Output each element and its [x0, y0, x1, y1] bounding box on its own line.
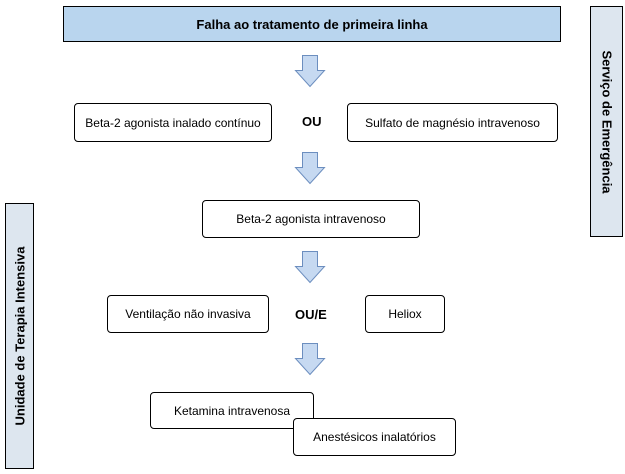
heliox-box: Heliox [365, 295, 445, 333]
continuous-inhaled-beta2-label: Beta-2 agonista inalado contínuo [85, 115, 261, 130]
emergency-department-panel: Serviço de Emergência [590, 6, 623, 237]
down-arrow-3 [294, 250, 326, 284]
noninvasive-ventilation-box: Ventilação não invasiva [107, 295, 269, 333]
iv-ketamine-label: Ketamina intravenosa [173, 403, 291, 418]
down-arrow-icon [294, 251, 326, 284]
iv-beta2-box: Beta-2 agonista intravenoso [202, 200, 420, 238]
inhaled-anesthetics-label: Anestésicos inalatórios [313, 430, 436, 444]
icu-label: Unidade de Terapia Intensiva [12, 246, 27, 426]
first-line-failure-label: Falha ao tratamento de primeira linha [196, 16, 428, 32]
iv-ketamine-box: Ketamina intravenosa [150, 392, 314, 429]
down-arrow-icon [294, 55, 326, 88]
heliox-label: Heliox [388, 307, 422, 321]
down-arrow-1 [294, 54, 326, 88]
iv-magnesium-sulfate-label: Sulfato de magnésio intravenoso [365, 115, 540, 130]
continuous-inhaled-beta2-box: Beta-2 agonista inalado contínuo [74, 103, 272, 142]
or-connector-1: OU [302, 114, 322, 129]
and-or-connector: OU/E [295, 307, 327, 322]
icu-panel: Unidade de Terapia Intensiva [5, 203, 34, 469]
down-arrow-icon [294, 152, 326, 185]
down-arrow-icon [294, 343, 326, 376]
inhaled-anesthetics-box: Anestésicos inalatórios [293, 418, 456, 456]
down-arrow-4 [294, 342, 326, 376]
down-arrow-2 [294, 151, 326, 185]
iv-magnesium-sulfate-box: Sulfato de magnésio intravenoso [347, 103, 558, 142]
iv-beta2-label: Beta-2 agonista intravenoso [236, 212, 386, 226]
emergency-department-label: Serviço de Emergência [599, 49, 614, 194]
noninvasive-ventilation-label: Ventilação não invasiva [125, 307, 251, 321]
first-line-failure-box: Falha ao tratamento de primeira linha [63, 6, 561, 42]
